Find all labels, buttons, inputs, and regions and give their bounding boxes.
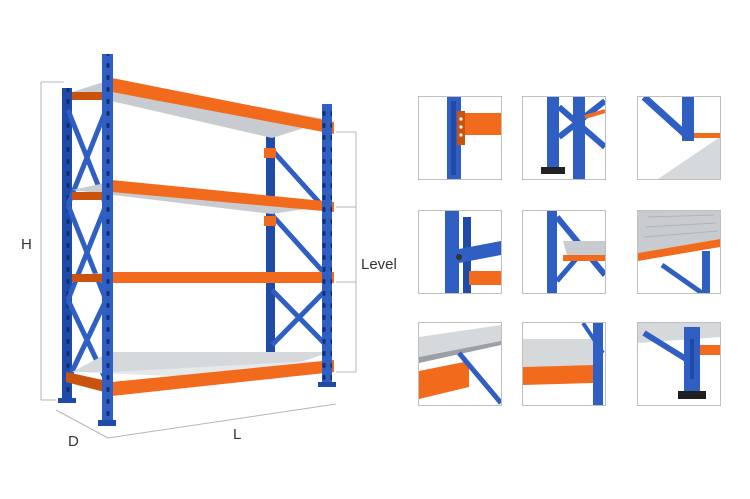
height-label: H (21, 236, 32, 253)
depth-label: D (68, 433, 79, 450)
front-beams (66, 78, 334, 396)
detail-beam-lock (418, 210, 502, 294)
front-uprights (58, 54, 336, 426)
detail-foot-plate (637, 322, 721, 406)
detail-base-plate (522, 96, 606, 180)
detail-deck-corner (522, 210, 606, 294)
back-uprights (62, 88, 275, 402)
level-label: Level (361, 256, 397, 273)
detail-brace-top (637, 96, 721, 180)
detail-beam-connector (418, 96, 502, 180)
detail-deck-beam-front (522, 322, 606, 406)
shelving-rack-diagram (40, 54, 357, 439)
side-bracing (65, 109, 328, 382)
detail-beam-deck-edge (637, 210, 721, 294)
length-label: L (233, 426, 242, 443)
detail-deck-support (418, 322, 502, 406)
dimension-lines (40, 81, 357, 439)
